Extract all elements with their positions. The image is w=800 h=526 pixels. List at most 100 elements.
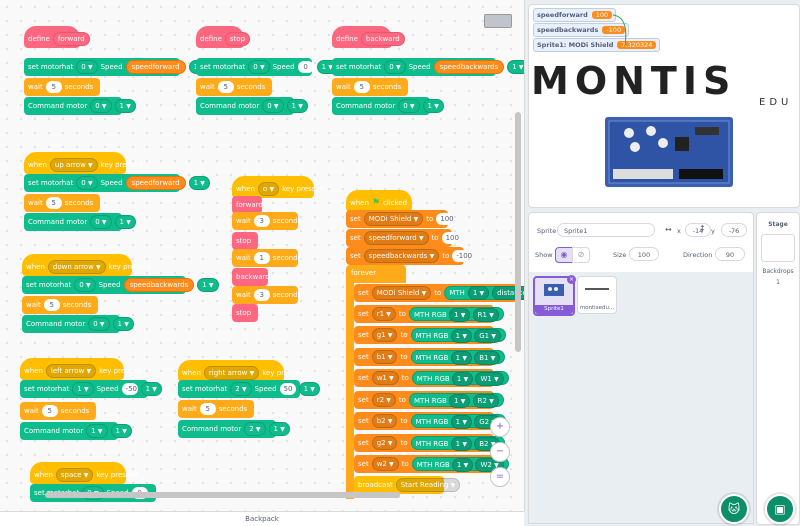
set-variable-block[interactable]: set MODi Shield ▼ to MTH 1 ▼ distance ▼ [354,284,524,302]
motor-dropdown[interactable]: 0 ▼ [74,278,96,292]
set-variable-block[interactable]: set b1 ▼ to MTH RGB 1 ▼ B1 ▼ [354,348,506,366]
set-variable-block[interactable]: set speedbackwards ▼ to -100 [346,247,472,265]
speedforward-reporter[interactable]: speedforward [125,60,186,74]
motor-dropdown[interactable]: 0 ▼ [384,60,406,74]
variable-dropdown[interactable]: r2 ▼ [371,393,396,407]
variable-dropdown[interactable]: w1 ▼ [371,371,399,385]
speed-input[interactable]: -50 [121,383,138,395]
set-variable-block[interactable]: set g2 ▼ to MTH RGB 1 ▼ B2 ▼ [354,434,506,452]
when-key-pressed-block[interactable]: when right arrow ▼ key pressed [178,360,304,382]
variable-dropdown[interactable]: b1 ▼ [371,350,398,364]
direction-dropdown[interactable]: 1 ▼ [507,60,524,74]
value-input[interactable]: -100 [452,250,472,262]
speed-input[interactable]: 0 [297,61,314,73]
motor-dropdown[interactable]: 0 ▼ [88,317,110,331]
set-variable-block[interactable]: set speedforward ▼ to 100 [346,229,459,247]
when-key-pressed-block[interactable]: when left arrow ▼ key pressed [20,358,141,380]
wait-input[interactable]: 5 [45,81,62,93]
backpack-bar[interactable]: Backpack [0,511,524,526]
wait-block[interactable]: wait 5 seconds [196,78,272,96]
define-forward-block[interactable]: define forward [24,26,90,48]
set-variable-block[interactable]: set MODi Shield ▼ to 100 [346,210,454,228]
set-variable-block[interactable]: set b2 ▼ to MTH RGB 1 ▼ G2 ▼ [354,412,506,430]
show-hidden-button[interactable]: ⊘ [572,247,590,263]
wait-block[interactable]: wait 3 seconds [232,286,301,304]
wait-block[interactable]: wait 1 seconds [232,249,301,267]
command-motor-block[interactable]: Command motor 0 ▼ 1 ▼ [22,315,134,333]
motor-dropdown[interactable]: 0 ▼ [398,99,420,113]
sprite-tile[interactable]: montisedu... [577,276,617,314]
key-dropdown[interactable]: space ▼ [55,468,94,482]
command-motor-block[interactable]: Command motor 2 ▼ 1 ▼ [178,420,290,438]
wait-block[interactable]: wait 3 seconds [232,212,301,230]
wait-input[interactable]: 1 [253,252,270,264]
wait-block[interactable]: wait 5 seconds [332,78,408,96]
broadcast-block[interactable]: broadcast Start Reading ▼ [354,476,461,494]
wait-input[interactable]: 3 [253,215,270,227]
set-motorhat-block[interactable]: set motorhat 0 ▼ Speed speedforward 1 ▼ [24,58,210,76]
workspace-vertical-scrollbar[interactable] [515,112,521,352]
when-key-pressed-block[interactable]: when space ▼ key pressed [30,462,138,484]
mth-reporter[interactable]: MTH 1 ▼ distance ▼ [444,286,524,300]
key-dropdown[interactable]: down arrow ▼ [47,260,106,274]
variable-dropdown[interactable]: MODi Shield ▼ [363,212,424,226]
variable-dropdown[interactable]: w2 ▼ [371,457,399,471]
mth-rgb-reporter[interactable]: MTH RGB 1 ▼ R1 ▼ [408,307,504,322]
speedbackwards-reporter[interactable]: speedbackwards [123,278,195,292]
set-variable-block[interactable]: set w2 ▼ to MTH RGB 1 ▼ W2 ▼ [354,455,509,473]
forever-block[interactable]: forever [346,265,406,283]
set-variable-block[interactable]: set r2 ▼ to MTH RGB 1 ▼ R2 ▼ [354,391,504,409]
motor-dropdown[interactable]: 1 ▼ [268,422,290,436]
zoom-out-button[interactable]: − [490,442,510,462]
set-variable-block[interactable]: set w1 ▼ to MTH RGB 1 ▼ W1 ▼ [354,369,509,387]
motor-dropdown[interactable]: 1 ▼ [86,424,108,438]
wait-input[interactable]: 5 [45,197,62,209]
call-stop-block[interactable]: stop [232,304,258,322]
direction-input[interactable]: 90 [715,247,745,261]
motor-dropdown[interactable]: 1 ▼ [422,99,444,113]
mth-rgb-reporter[interactable]: MTH RGB 1 ▼ B2 ▼ [410,436,506,451]
command-motor-block[interactable]: Command motor 0 ▼ 1 ▼ [332,97,444,115]
define-backward-block[interactable]: define backward [332,26,405,48]
wait-block[interactable]: wait 5 seconds [24,194,100,212]
workspace-minimap[interactable] [484,14,512,28]
variable-dropdown[interactable]: b2 ▼ [371,414,398,428]
stage-thumbnail[interactable] [761,234,795,262]
command-motor-block[interactable]: Command motor 0 ▼ 1 ▼ [24,213,136,231]
set-motorhat-block[interactable]: set motorhat 0 ▼ Speed speedbackwards 1 … [22,276,219,294]
set-motorhat-block[interactable]: set motorhat 2 ▼ Speed 50 1 ▼ [178,380,320,398]
stage-selector-panel[interactable]: Stage Backdrops 1 [756,212,800,525]
speedbackwards-reporter[interactable]: speedbackwards [433,60,505,74]
variable-dropdown[interactable]: g2 ▼ [371,436,398,450]
choose-backdrop-button[interactable]: ▣ [765,494,795,524]
key-dropdown[interactable]: up arrow ▼ [49,158,98,172]
value-input[interactable]: 100 [436,213,454,225]
command-motor-block[interactable]: Command motor 1 ▼ 1 ▼ [20,422,132,440]
direction-dropdown[interactable]: 1 ▼ [140,382,162,396]
zoom-in-button[interactable]: + [490,417,510,437]
direction-dropdown[interactable]: 1 ▼ [298,382,320,396]
motor-dropdown[interactable]: 1 ▼ [114,215,136,229]
variable-dropdown[interactable]: r1 ▼ [371,307,396,321]
variable-dropdown[interactable]: speedforward ▼ [363,231,429,245]
wait-input[interactable]: 5 [199,403,216,415]
mth-rgb-reporter[interactable]: MTH RGB 1 ▼ W1 ▼ [411,371,509,386]
when-key-pressed-block[interactable]: when down arrow ▼ key pressed [22,254,151,276]
workspace-horizontal-scrollbar[interactable] [45,492,400,498]
set-variable-block[interactable]: set g1 ▼ to MTH RGB 1 ▼ G1 ▼ [354,326,506,344]
code-workspace[interactable]: define forward set motorhat 0 ▼ Speed sp… [0,0,525,511]
message-dropdown[interactable]: Start Reading ▼ [395,478,461,492]
mth-rgb-reporter[interactable]: MTH RGB 1 ▼ R2 ▼ [408,393,504,408]
key-dropdown[interactable]: right arrow ▼ [203,366,260,380]
set-variable-block[interactable]: set r1 ▼ to MTH RGB 1 ▼ R1 ▼ [354,305,504,323]
mth-rgb-reporter[interactable]: MTH RGB 1 ▼ B1 ▼ [410,350,506,365]
sprite-name-input[interactable]: Sprite1 [557,223,655,237]
motor-dropdown[interactable]: 0 ▼ [76,176,98,190]
wait-input[interactable]: 5 [41,405,58,417]
speed-input[interactable]: 50 [279,383,296,395]
motor-dropdown[interactable]: 0 ▼ [248,60,270,74]
motor-dropdown[interactable]: 0 ▼ [90,215,112,229]
speedforward-reporter[interactable]: speedforward [125,176,186,190]
zoom-reset-button[interactable]: = [490,467,510,487]
show-visible-button[interactable]: ◉ [555,247,573,263]
